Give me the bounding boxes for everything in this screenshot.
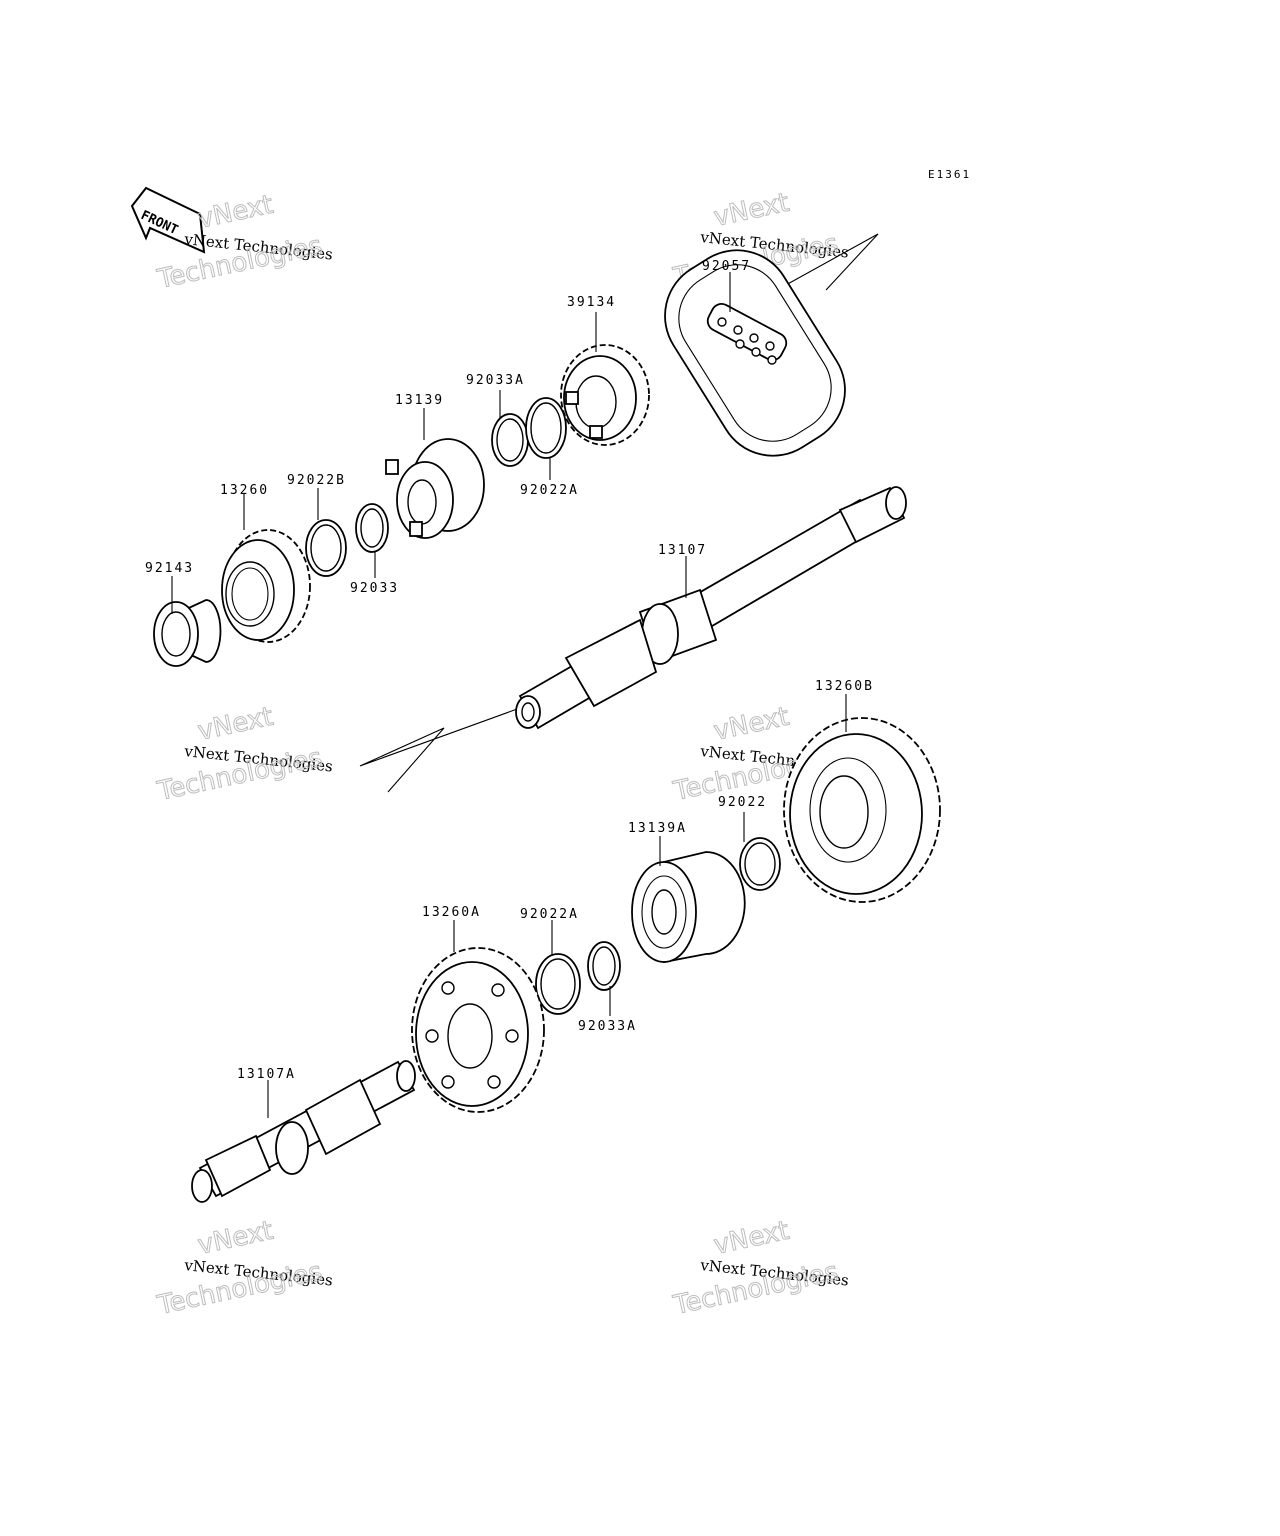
washer-92022 bbox=[739, 837, 781, 891]
label-92033a-bottom: 92033A bbox=[578, 1019, 637, 1034]
label-92022b: 92022B bbox=[287, 473, 346, 488]
watermark-6: vNext Technologies vNext Technologies bbox=[670, 1215, 850, 1321]
connector-lines bbox=[359, 233, 879, 793]
label-92022: 92022 bbox=[718, 795, 767, 810]
watermark-outline: vNext bbox=[711, 702, 792, 747]
watermark-outline: vNext bbox=[711, 188, 792, 233]
circlip-92033 bbox=[355, 503, 389, 553]
diagram-code: E1361 bbox=[928, 168, 971, 181]
watermark-outline: vNext bbox=[195, 1216, 276, 1261]
label-13260b: 13260B bbox=[815, 679, 874, 694]
sleeve-13139 bbox=[385, 438, 485, 539]
collar-92143 bbox=[153, 599, 222, 667]
label-13139: 13139 bbox=[395, 393, 444, 408]
watermark-5: vNext Technologies vNext Technologies bbox=[154, 1215, 334, 1321]
gear-39134 bbox=[560, 344, 650, 446]
front-arrow-icon: FRONT bbox=[130, 186, 206, 254]
label-13260a: 13260A bbox=[422, 905, 481, 920]
shaft-13107 bbox=[515, 486, 907, 730]
label-92022a-top: 92022A bbox=[520, 483, 579, 498]
label-39134: 39134 bbox=[567, 295, 616, 310]
gear-13260a bbox=[411, 947, 545, 1113]
label-13107a: 13107A bbox=[237, 1067, 296, 1082]
watermark-3: vNext Technologies vNext Technologies bbox=[154, 701, 334, 807]
washer-92022b bbox=[305, 519, 347, 577]
gear-13260b bbox=[783, 717, 941, 903]
gear-13260 bbox=[221, 529, 311, 643]
washer-92022a-top bbox=[525, 397, 567, 459]
label-13139a: 13139A bbox=[628, 821, 687, 836]
watermark-outline: vNext bbox=[195, 190, 276, 235]
circlip-92033a-top bbox=[491, 413, 529, 467]
watermark-outline: vNext bbox=[711, 1216, 792, 1261]
watermark-outline: vNext bbox=[195, 702, 276, 747]
label-13107: 13107 bbox=[658, 543, 707, 558]
drive-chain bbox=[664, 249, 846, 457]
label-92022a-bottom: 92022A bbox=[520, 907, 579, 922]
circlip-92033a-bottom bbox=[587, 941, 621, 991]
label-92033a-top: 92033A bbox=[466, 373, 525, 388]
label-92143: 92143 bbox=[145, 561, 194, 576]
shaft-13107a bbox=[191, 1060, 416, 1203]
label-92033: 92033 bbox=[350, 581, 399, 596]
label-13260: 13260 bbox=[220, 483, 269, 498]
washer-92022a-bottom bbox=[535, 953, 581, 1015]
label-92057: 92057 bbox=[702, 259, 751, 274]
sleeve-13139a bbox=[631, 851, 746, 964]
